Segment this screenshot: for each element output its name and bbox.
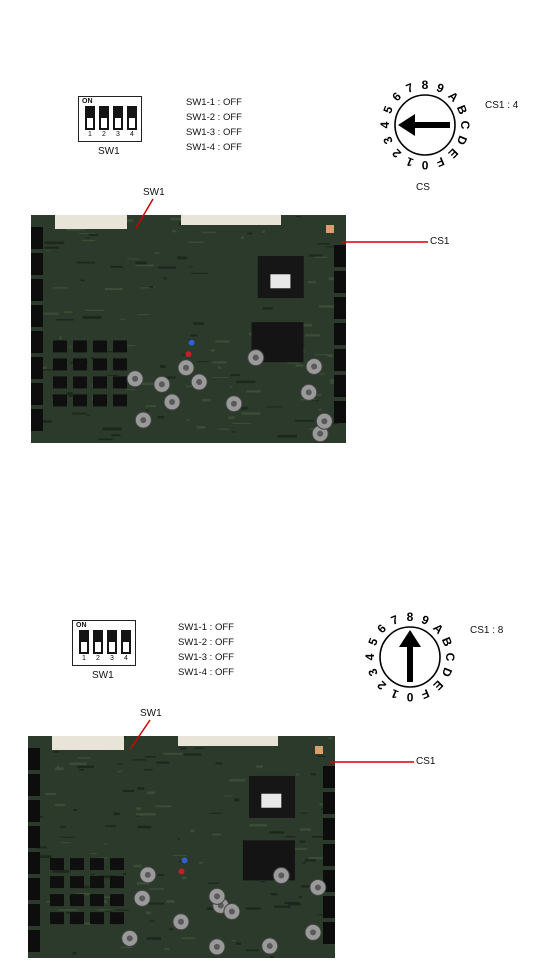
board-sw1-label: SW1 <box>140 708 162 719</box>
board-cs1-label: CS1 <box>430 236 449 247</box>
sw1-leader-line <box>136 199 153 228</box>
leader-lines <box>0 0 542 470</box>
board-sw1-label: SW1 <box>143 187 165 198</box>
board-cs1-label: CS1 <box>416 756 435 767</box>
config-panel-cs1-8: ON 1 2 3 4 SW1 SW1-1 : OFF SW1-2 : OFF S… <box>0 500 542 970</box>
config-panel-cs1-4: ON 1 2 3 4 SW1 SW1-1 : OFF SW1-2 : OFF S… <box>0 0 542 470</box>
sw1-leader-line <box>131 720 150 748</box>
leader-lines <box>0 500 542 970</box>
